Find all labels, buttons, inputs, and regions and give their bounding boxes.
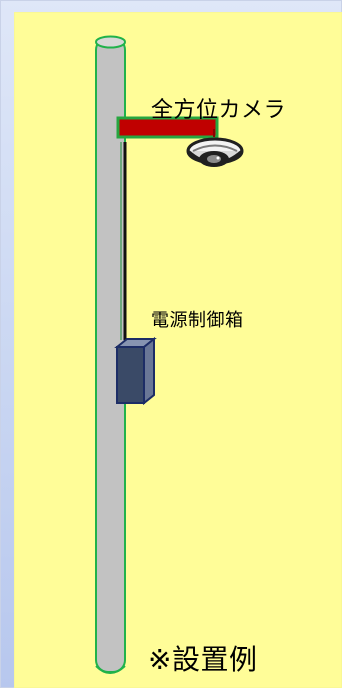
- camera-arm: [116, 116, 219, 139]
- power-control-box-icon: [114, 336, 157, 406]
- dome-camera-icon: [186, 137, 244, 167]
- camera-label: 全方位カメラ: [151, 98, 287, 123]
- installation-example-label: ※設置例: [148, 643, 258, 676]
- power-box-label: 電源制御箱: [151, 310, 244, 331]
- cable: [120, 142, 127, 340]
